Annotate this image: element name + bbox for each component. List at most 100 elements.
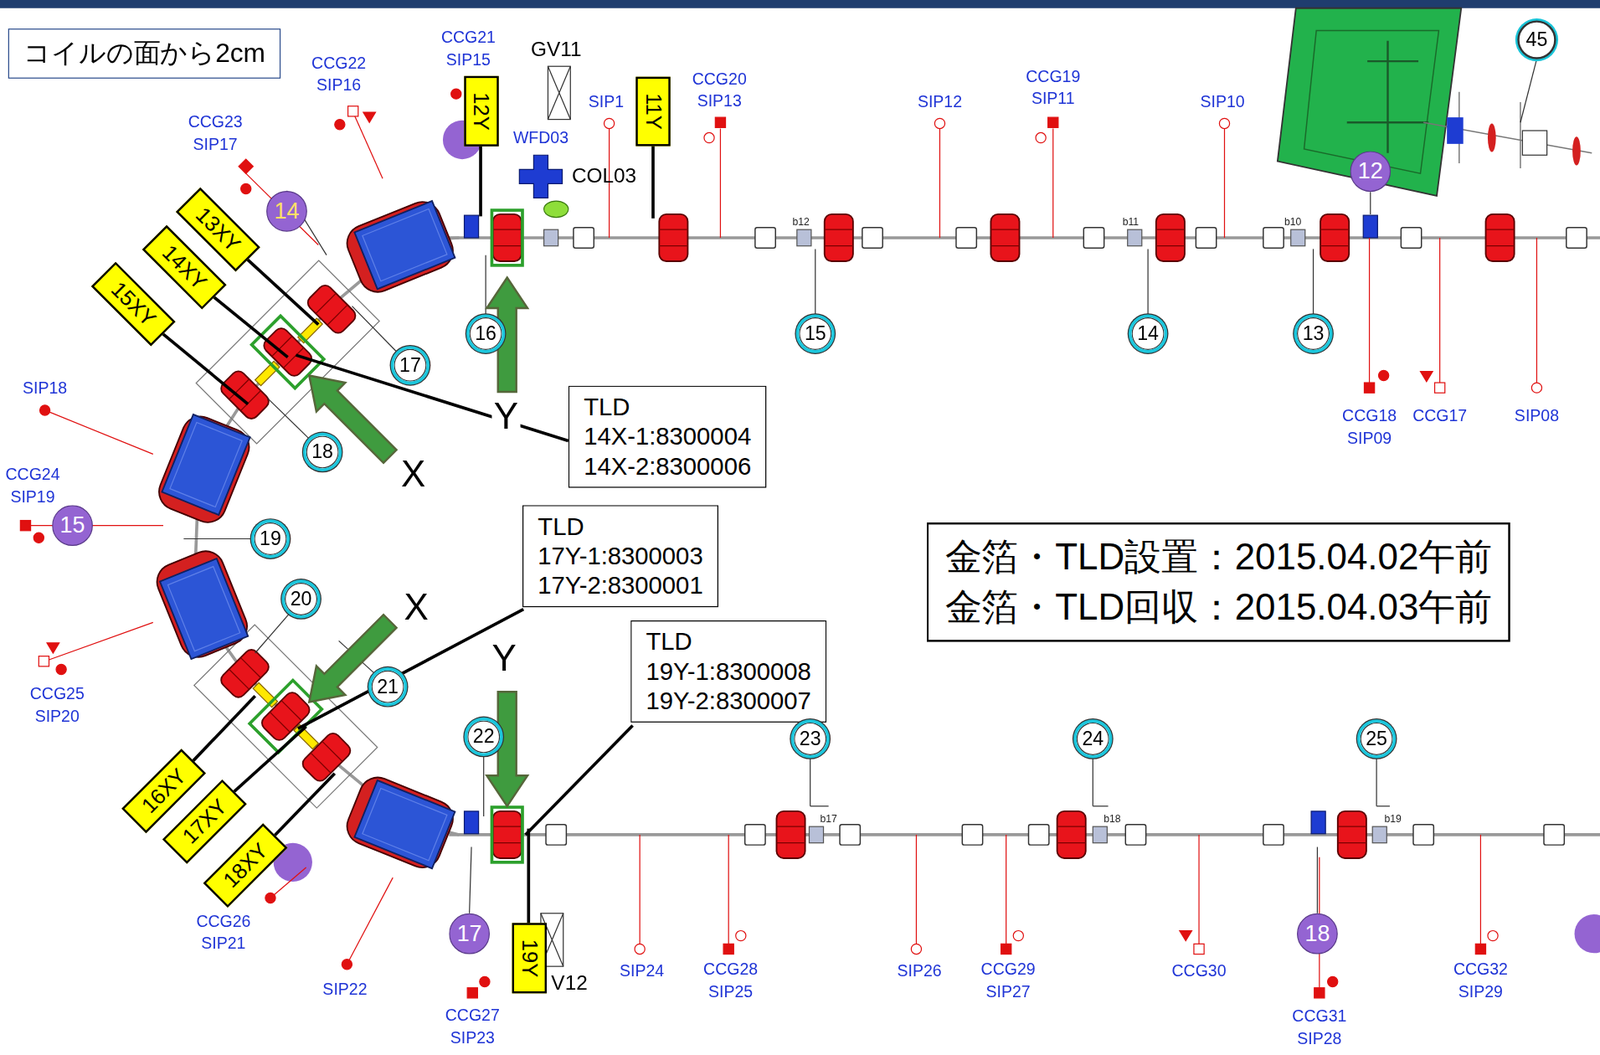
- callout-number: 15: [796, 313, 835, 353]
- gauge-label: SIP20: [35, 708, 80, 726]
- monitor-label: b18: [1103, 814, 1121, 825]
- gauge-label: CCG29: [981, 961, 1036, 978]
- node-text: TLD: [645, 627, 811, 658]
- gauge-label: SIP24: [619, 963, 664, 981]
- gauge-label: SIP26: [897, 963, 942, 981]
- measurement-point-label: 11Y: [635, 77, 671, 147]
- steering-magnet: [1400, 227, 1421, 248]
- collimator: [544, 200, 569, 218]
- steering-magnet: [755, 227, 776, 248]
- gauge-label: SIP09: [1347, 430, 1392, 448]
- header-bar: [0, 0, 1600, 9]
- callout-number: 45: [1517, 20, 1556, 59]
- node-text: 12: [1358, 158, 1384, 186]
- gate-valve: [464, 811, 479, 834]
- section-number: 18: [1296, 913, 1338, 955]
- steering-magnet: [1413, 824, 1434, 845]
- steering-magnet: [839, 824, 860, 845]
- gauge-label: SIP16: [316, 77, 361, 95]
- gauge-label: CCG32: [1453, 961, 1508, 978]
- gauge-label: SIP28: [1296, 1030, 1342, 1048]
- gauge-label: CCG31: [1291, 1008, 1347, 1025]
- measurement-point-label: 12Y: [463, 76, 499, 148]
- gauge-label: CCG19: [1025, 68, 1081, 86]
- transport-line: [1423, 92, 1592, 169]
- steering-magnet: [1083, 227, 1104, 248]
- section-number: [1574, 914, 1600, 953]
- node-text: 19Y: [515, 939, 543, 978]
- node-text: 18: [311, 441, 334, 464]
- axis-label: X: [401, 588, 431, 626]
- dump-equipment: [1277, 8, 1462, 196]
- callout-number: 16: [466, 313, 505, 353]
- gauge-label: CCG22: [311, 55, 366, 73]
- section-number: 15: [51, 504, 93, 546]
- monitor-label: b11: [1122, 217, 1139, 228]
- steering-magnet: [962, 824, 983, 845]
- gauge-label: CCG24: [5, 466, 60, 484]
- callout-number: 22: [464, 717, 504, 757]
- callout-number: 20: [281, 579, 320, 618]
- device-label: V12: [550, 972, 587, 993]
- schedule-note: 金箔・TLD設置：2015.04.02午前金箔・TLD回収：2015.04.03…: [926, 522, 1511, 643]
- magnet-disc: [1487, 123, 1497, 152]
- steering-magnet: [1028, 824, 1050, 845]
- quadrupole-magnet: [1486, 214, 1515, 262]
- callout-number: 14: [1128, 313, 1168, 353]
- section-number: 14: [266, 190, 308, 232]
- gauge-label: CCG27: [445, 1007, 500, 1024]
- gauge-label: SIP17: [193, 136, 238, 154]
- node-text: 23: [799, 727, 822, 751]
- node-text: 17: [457, 920, 483, 947]
- steering-magnet: [573, 227, 594, 248]
- gauge-label: SIP21: [200, 936, 246, 953]
- measurement-highlight: [491, 807, 523, 863]
- gauge-label: CCG17: [1412, 408, 1467, 426]
- callout-number: 21: [368, 667, 407, 706]
- callout-number: 25: [1357, 719, 1396, 758]
- steering-magnet: [1263, 227, 1284, 248]
- callout-number: 23: [791, 719, 830, 758]
- gauge-label: SIP22: [322, 981, 367, 999]
- node-text: 45: [1526, 28, 1549, 52]
- dosimeter-note: TLD17Y-1:830000317Y-2:8300001: [522, 504, 719, 608]
- node-text: 19: [259, 527, 282, 551]
- quadrupole-magnet: [1057, 811, 1086, 859]
- node-text: 22: [473, 725, 495, 749]
- steering-magnet: [1522, 130, 1547, 155]
- quadrupole-magnet: [776, 811, 805, 859]
- beam-position-monitor: [1372, 826, 1387, 844]
- quadrupole-magnet: [1156, 214, 1185, 262]
- quadrupole-magnet: [658, 214, 688, 262]
- vacuum-pump-marker: [20, 88, 1542, 999]
- quadrupole-magnet: [493, 214, 522, 262]
- steering-magnet: [1125, 824, 1146, 845]
- gauge-label: SIP13: [697, 92, 742, 110]
- sextupole-magnet: [255, 360, 280, 386]
- node-text: 12Y: [467, 92, 494, 131]
- measurement-point-label: 19Y: [511, 922, 547, 994]
- steering-magnet: [1543, 824, 1564, 845]
- callout-number: 18: [303, 432, 342, 472]
- gauge-label: SIP08: [1514, 408, 1559, 426]
- node-detail: 金箔・TLD回収：2015.04.03午前: [945, 581, 1492, 632]
- callout-number: 17: [390, 345, 430, 385]
- gauge-label: SIP19: [10, 488, 55, 506]
- bending-magnet: [153, 411, 255, 529]
- gauge-label: WFD03: [513, 129, 569, 147]
- measurement-point-label: 18XY: [202, 823, 288, 908]
- monitor-label: b19: [1383, 814, 1401, 825]
- node-detail: 17Y-1:8300003: [537, 541, 703, 572]
- node-text: 11Y: [639, 92, 667, 130]
- node-text: 15XY: [104, 276, 161, 333]
- beam-position-monitor: [1092, 826, 1107, 844]
- node-detail: 14X-2:8300006: [583, 451, 752, 481]
- sextupole-magnet: [252, 682, 278, 707]
- gauge-label: SIP27: [986, 983, 1031, 1001]
- beam-position-monitor: [797, 229, 812, 247]
- steering-magnet: [1195, 227, 1216, 248]
- gauge-label: SIP18: [22, 380, 67, 398]
